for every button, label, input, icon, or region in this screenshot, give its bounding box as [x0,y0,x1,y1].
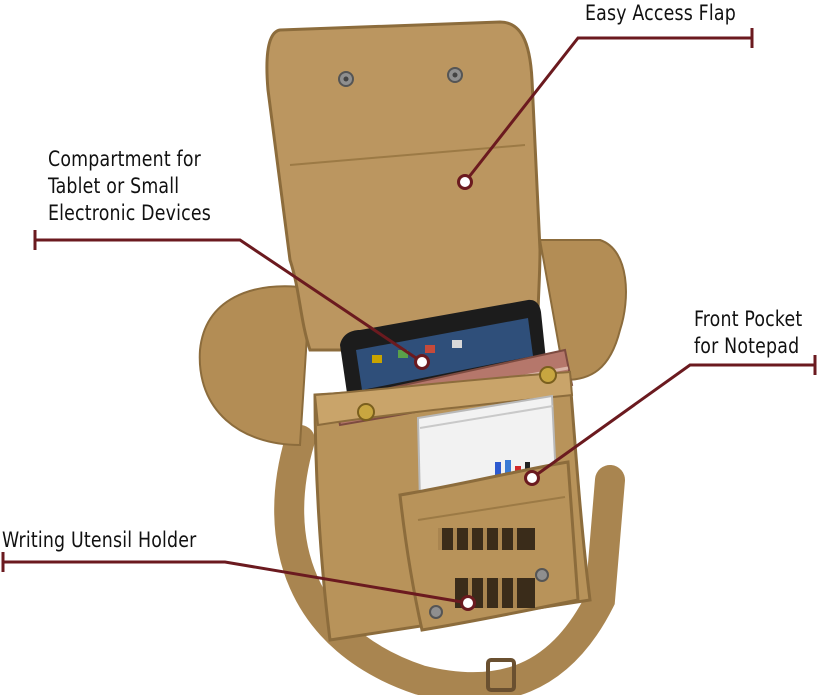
snap-button-icon [535,568,549,582]
left-side-gusset [198,285,312,447]
tablet-device [340,299,546,400]
label-compartment: Compartment for Tablet or Small Electron… [48,147,211,225]
snap-button-icon [429,605,443,619]
easy-access-flap [265,20,542,352]
snap-button-icon [338,71,354,87]
label-front-pocket: Front Pocket for Notepad [694,307,803,358]
snap-button-icon [447,67,463,83]
callout-line-flap [463,28,754,183]
shoulder-strap [274,425,625,695]
callout-dot-icon [460,595,476,611]
callout-dot-icon [524,470,540,486]
label-easy-access-flap: Easy Access Flap [585,1,736,25]
strap-buckle [486,658,516,692]
callout-line-front-pocket [531,355,817,480]
callout-dot-icon [457,174,473,190]
compartment-lip [313,370,574,427]
snap-button-icon [357,403,375,421]
right-side-gusset [538,239,627,382]
callout-line-utensil-holder [1,552,469,605]
callout-dot-icon [414,354,430,370]
label-writing-utensil-holder: Writing Utensil Holder [2,528,197,552]
callout-line-compartment [33,230,423,364]
snap-button-icon [539,366,557,384]
flap-seam [289,144,526,166]
